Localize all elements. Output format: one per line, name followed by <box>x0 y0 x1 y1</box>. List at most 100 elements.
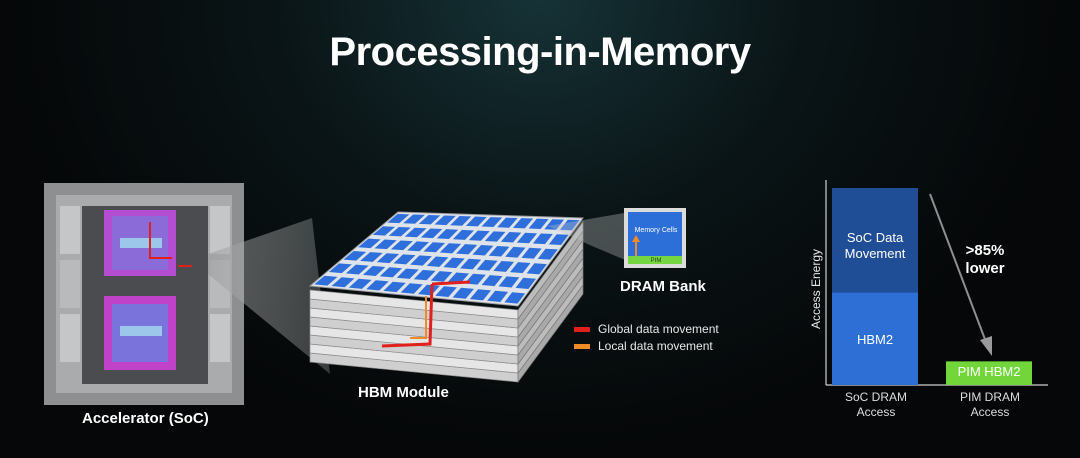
y-axis-label: Access Energy <box>796 224 836 354</box>
hbm-bank-cell <box>410 255 432 266</box>
legend-global: Global data movement <box>574 322 719 336</box>
hbm-bank-cell <box>358 238 381 249</box>
hbm-module <box>308 211 584 384</box>
y-axis-label-text: Access Energy <box>809 248 824 330</box>
hbm-bank-cell <box>472 245 494 256</box>
hbm-bank-cell <box>348 278 372 289</box>
hbm-bank-cell <box>447 272 470 284</box>
hbm-bank-cell <box>376 253 400 264</box>
legend-local-swatch <box>574 343 590 349</box>
reduction-annotation: >85% lower <box>965 242 1005 277</box>
bar-pim-hbm2-1 <box>946 361 1032 385</box>
hbm-bank-cell <box>487 290 509 302</box>
hbm-bank-cell <box>468 230 490 241</box>
hbm-bank-cell <box>396 268 419 279</box>
page-title: Processing-in-Memory <box>329 30 751 74</box>
bank-zoom-cone <box>548 212 630 262</box>
hbm-bank-cell <box>366 280 389 291</box>
hbm-bank-cell <box>504 292 526 304</box>
hbm-bank-cell <box>423 242 446 253</box>
hbm-bank-cell <box>484 231 506 242</box>
memory-cells-label: Memory Cells <box>635 227 678 234</box>
hbm-bank-cell <box>537 248 558 260</box>
hbm-bank-cell <box>400 283 423 294</box>
category-pim-line1: PIM DRAM <box>960 390 1020 404</box>
hbm-bank-cell <box>500 232 522 243</box>
hbm-bank-cell <box>469 289 492 301</box>
category-soc: SoC DRAM Access <box>826 390 926 420</box>
hbm-bank-cell <box>413 269 436 281</box>
hbm-bank-cell <box>328 263 352 274</box>
hbm-bank-cell <box>388 226 411 237</box>
bar-label-pim-hbm2: PIM HBM2 <box>957 364 1021 379</box>
hbm-bank-cell <box>509 262 531 274</box>
bar-label-soc-data-movement-text: SoC Data Movement <box>844 230 906 261</box>
hbm-bank-cell <box>383 281 406 293</box>
hbm-bank-cell <box>417 284 440 296</box>
hbm-bank-cell <box>452 229 474 240</box>
hbm-bank-cell <box>426 256 449 267</box>
hbm-bank-cell <box>498 276 520 288</box>
hbm-bank-cell <box>420 228 443 239</box>
hbm-bank-cell <box>443 257 465 269</box>
hbm-bank-cell <box>387 213 410 224</box>
hbm-bank-cell <box>362 265 386 276</box>
accelerator-soc <box>44 183 244 405</box>
hbm-bank-cell <box>515 277 537 289</box>
hbm-bank-cell <box>403 214 425 224</box>
hbm-bank-cell <box>343 250 367 261</box>
hbm-bank-cell <box>407 241 429 252</box>
category-pim: PIM DRAM Access <box>940 390 1040 420</box>
hbm-bank-cell <box>456 244 478 255</box>
category-soc-line1: SoC DRAM <box>844 390 907 404</box>
hbm-bank-cell <box>532 233 553 245</box>
accelerator-label: Accelerator (SoC) <box>82 410 209 427</box>
hbm-bank-cell <box>559 219 580 231</box>
hbm-bank-cell <box>345 264 369 275</box>
hbm-bank-cell <box>360 252 383 262</box>
bar-soc-data-movement-0 <box>832 188 918 293</box>
dram-bank: Memory Cells PIM <box>624 208 686 268</box>
hbm-bank-cell <box>314 275 338 286</box>
legend-global-swatch <box>574 326 590 332</box>
hbm-bank-cell <box>450 216 472 226</box>
hbm-bank-cell <box>452 287 474 299</box>
reduction-arrow-head <box>980 336 992 356</box>
hbm-bank-cell <box>512 218 534 229</box>
hbm-bank-cell <box>497 217 518 228</box>
legend-global-label: Global data movement <box>598 322 719 336</box>
hbm-bank-cell <box>488 245 510 257</box>
category-soc-line2: Access <box>856 405 896 419</box>
category-pim-line2: Access <box>970 405 1010 419</box>
hbm-bank-cell <box>439 243 462 254</box>
global-data-trace <box>381 280 471 348</box>
hbm-bank-cell <box>528 218 549 230</box>
hbm-bank-cell <box>460 258 482 270</box>
hbm-bank-cell <box>430 271 453 282</box>
legend-local-label: Local data movement <box>598 339 713 353</box>
hbm-bank-cell <box>493 260 515 272</box>
hbm-bank-cell <box>374 239 397 250</box>
legend-local: Local data movement <box>574 339 713 353</box>
pim-label: PIM <box>651 258 662 264</box>
hbm-bank-cell <box>418 214 441 225</box>
hbm-bank-cell <box>393 254 416 265</box>
hbm-bank-cell <box>505 246 526 258</box>
hbm-bank-cell <box>372 226 396 236</box>
hbm-bank-cell <box>390 240 413 251</box>
reduction-arrow-shaft <box>929 193 987 343</box>
hbm-bank-cell <box>481 217 503 228</box>
local-data-trace <box>410 296 427 339</box>
bar-hbm2-0 <box>832 292 918 385</box>
access-energy-chart <box>825 180 1048 386</box>
hbm-bank-cell <box>544 219 565 230</box>
bar-label-soc-data-movement: SoC Data Movement <box>832 230 918 262</box>
hbm-bank-cell <box>331 277 355 288</box>
hbm-bank-cell <box>436 229 459 240</box>
hbm-layer-side <box>517 220 584 321</box>
dram-bank-label: DRAM Bank <box>620 278 706 295</box>
hbm-bank-cell <box>526 263 547 275</box>
hbm-bank-cell <box>434 215 456 226</box>
zoom-cone <box>208 218 330 374</box>
